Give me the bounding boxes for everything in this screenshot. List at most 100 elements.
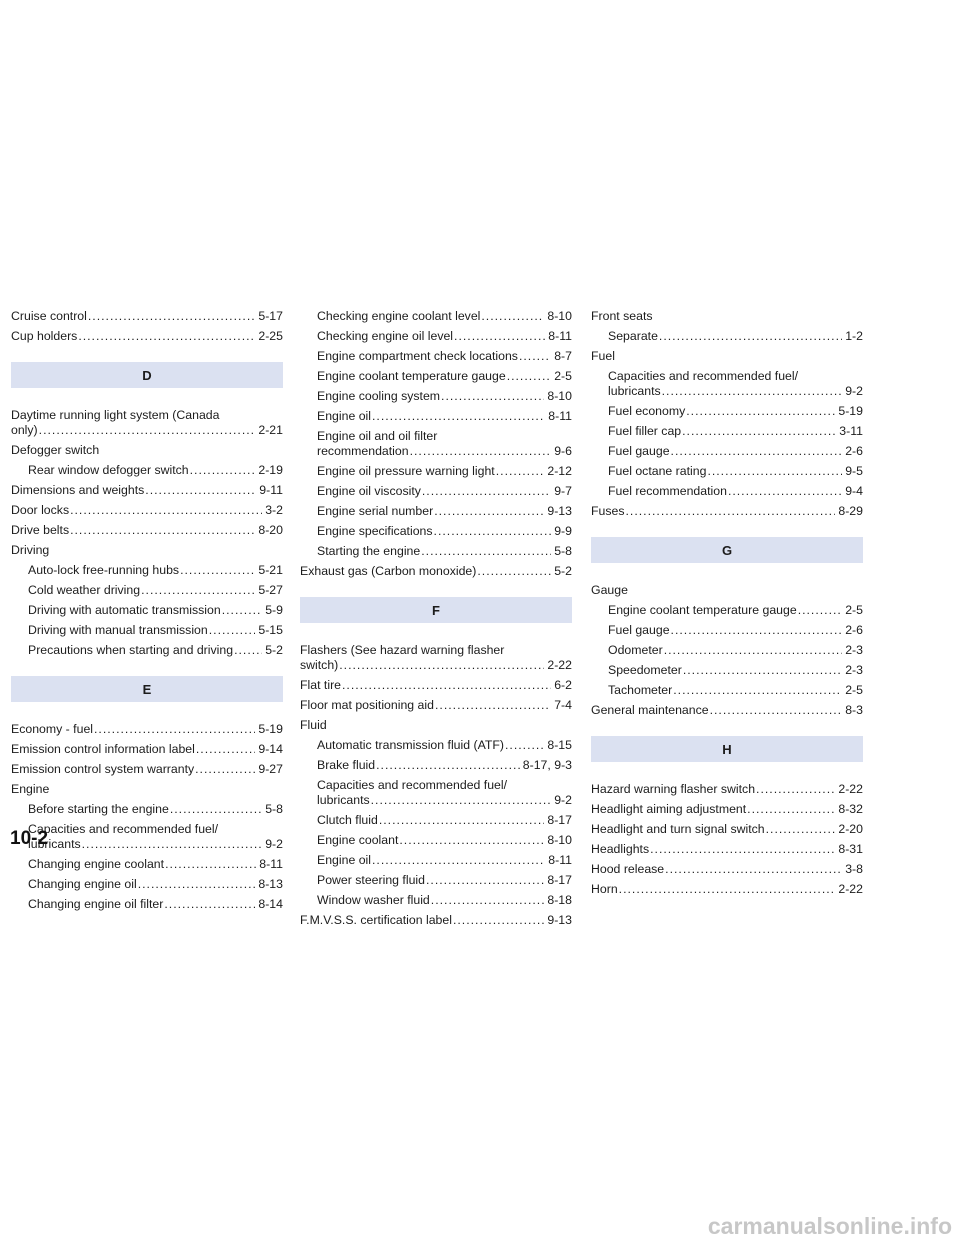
index-page-ref[interactable]: 8-17, 9-3 xyxy=(522,758,572,772)
index-entry[interactable]: Fuel recommendation9-4 xyxy=(591,484,863,499)
index-entry[interactable]: Cup holders2-25 xyxy=(11,329,283,344)
index-page-ref[interactable]: 8-10 xyxy=(547,389,572,403)
index-page-ref[interactable]: 8-31 xyxy=(838,842,863,856)
index-page-ref[interactable]: 3-11 xyxy=(839,424,863,438)
index-page-ref[interactable]: 2-12 xyxy=(547,464,572,478)
index-page-ref[interactable]: 2-3 xyxy=(845,663,863,677)
index-entry[interactable]: Engine oil and oil filterrecommendation9… xyxy=(300,429,572,459)
index-entry[interactable]: Precautions when starting and driving5-2 xyxy=(11,643,283,658)
index-entry[interactable]: Engine oil8-11 xyxy=(300,853,572,868)
index-page-ref[interactable]: 5-21 xyxy=(258,563,283,577)
index-page-ref[interactable]: 8-11 xyxy=(259,857,283,871)
index-entry[interactable]: Engine cooling system8-10 xyxy=(300,389,572,404)
index-entry[interactable]: Engine coolant temperature gauge2-5 xyxy=(591,603,863,618)
index-page-ref[interactable]: 8-11 xyxy=(548,409,572,423)
index-entry[interactable]: Checking engine coolant level8-10 xyxy=(300,309,572,324)
index-entry[interactable]: Clutch fluid8-17 xyxy=(300,813,572,828)
index-page-ref[interactable]: 5-2 xyxy=(554,564,572,578)
index-entry[interactable]: Window washer fluid8-18 xyxy=(300,893,572,908)
index-entry[interactable]: Starting the engine5-8 xyxy=(300,544,572,559)
index-page-ref[interactable]: 2-3 xyxy=(845,643,863,657)
index-entry[interactable]: Speedometer2-3 xyxy=(591,663,863,678)
index-entry[interactable]: Fuel octane rating9-5 xyxy=(591,464,863,479)
index-page-ref[interactable]: 8-29 xyxy=(838,504,863,518)
index-page-ref[interactable]: 2-5 xyxy=(845,683,863,697)
index-entry[interactable]: Rear window defogger switch2-19 xyxy=(11,463,283,478)
index-entry[interactable]: Before starting the engine5-8 xyxy=(11,802,283,817)
index-page-ref[interactable]: 8-14 xyxy=(258,897,283,911)
index-page-ref[interactable]: 5-8 xyxy=(265,802,283,816)
index-entry[interactable]: Flat tire6-2 xyxy=(300,678,572,693)
index-page-ref[interactable]: 8-11 xyxy=(548,853,572,867)
index-entry[interactable]: Headlight and turn signal switch2-20 xyxy=(591,822,863,837)
index-page-ref[interactable]: 5-19 xyxy=(258,722,283,736)
index-entry[interactable]: Dimensions and weights9-11 xyxy=(11,483,283,498)
index-page-ref[interactable]: 8-32 xyxy=(838,802,863,816)
index-page-ref[interactable]: 5-2 xyxy=(265,643,283,657)
index-entry[interactable]: Engine compartment check locations8-7 xyxy=(300,349,572,364)
index-page-ref[interactable]: 2-5 xyxy=(845,603,863,617)
index-page-ref[interactable]: 5-17 xyxy=(258,309,283,323)
index-page-ref[interactable]: 2-20 xyxy=(838,822,863,836)
index-entry[interactable]: Floor mat positioning aid7-4 xyxy=(300,698,572,713)
index-entry[interactable]: General maintenance8-3 xyxy=(591,703,863,718)
index-entry[interactable]: Capacities and recommended fuel/lubrican… xyxy=(300,778,572,808)
index-entry[interactable]: Economy - fuel5-19 xyxy=(11,722,283,737)
index-entry[interactable]: Headlights8-31 xyxy=(591,842,863,857)
index-page-ref[interactable]: 9-2 xyxy=(554,793,572,807)
index-page-ref[interactable]: 9-4 xyxy=(845,484,863,498)
index-page-ref[interactable]: 2-22 xyxy=(838,782,863,796)
index-entry[interactable]: Checking engine oil level8-11 xyxy=(300,329,572,344)
index-entry[interactable]: Fuses8-29 xyxy=(591,504,863,519)
index-page-ref[interactable]: 8-3 xyxy=(845,703,863,717)
index-page-ref[interactable]: 2-6 xyxy=(845,444,863,458)
index-entry[interactable]: Emission control system warranty9-27 xyxy=(11,762,283,777)
index-entry[interactable]: Headlight aiming adjustment8-32 xyxy=(591,802,863,817)
index-entry[interactable]: Emission control information label9-14 xyxy=(11,742,283,757)
index-entry[interactable]: Capacities and recommended fuel/lubrican… xyxy=(11,822,283,852)
index-entry[interactable]: F.M.V.S.S. certification label9-13 xyxy=(300,913,572,928)
index-page-ref[interactable]: 5-9 xyxy=(265,603,283,617)
index-entry[interactable]: Driving with manual transmission5-15 xyxy=(11,623,283,638)
index-entry[interactable]: Exhaust gas (Carbon monoxide)5-2 xyxy=(300,564,572,579)
index-page-ref[interactable]: 9-6 xyxy=(554,444,572,458)
index-page-ref[interactable]: 8-15 xyxy=(547,738,572,752)
index-entry[interactable]: Separate1-2 xyxy=(591,329,863,344)
index-page-ref[interactable]: 3-8 xyxy=(845,862,863,876)
index-page-ref[interactable]: 9-7 xyxy=(554,484,572,498)
index-entry[interactable]: Automatic transmission fluid (ATF)8-15 xyxy=(300,738,572,753)
index-page-ref[interactable]: 3-2 xyxy=(265,503,283,517)
index-entry[interactable]: Odometer2-3 xyxy=(591,643,863,658)
index-page-ref[interactable]: 8-11 xyxy=(548,329,572,343)
index-page-ref[interactable]: 5-19 xyxy=(838,404,863,418)
index-entry[interactable]: Changing engine oil8-13 xyxy=(11,877,283,892)
index-page-ref[interactable]: 2-19 xyxy=(258,463,283,477)
index-entry[interactable]: Power steering fluid8-17 xyxy=(300,873,572,888)
index-entry[interactable]: Hood release3-8 xyxy=(591,862,863,877)
index-entry[interactable]: Hazard warning flasher switch2-22 xyxy=(591,782,863,797)
index-page-ref[interactable]: 9-2 xyxy=(845,384,863,398)
index-entry[interactable]: Fuel gauge2-6 xyxy=(591,623,863,638)
index-entry[interactable]: Fuel gauge2-6 xyxy=(591,444,863,459)
index-entry[interactable]: Drive belts8-20 xyxy=(11,523,283,538)
index-entry[interactable]: Cold weather driving5-27 xyxy=(11,583,283,598)
index-entry[interactable]: Capacities and recommended fuel/lubrican… xyxy=(591,369,863,399)
index-entry[interactable]: Auto-lock free-running hubs5-21 xyxy=(11,563,283,578)
index-page-ref[interactable]: 8-17 xyxy=(547,813,572,827)
index-entry[interactable]: Changing engine oil filter8-14 xyxy=(11,897,283,912)
index-entry[interactable]: Fuel economy5-19 xyxy=(591,404,863,419)
index-entry[interactable]: Engine serial number9-13 xyxy=(300,504,572,519)
index-page-ref[interactable]: 5-15 xyxy=(258,623,283,637)
index-page-ref[interactable]: 2-22 xyxy=(547,658,572,672)
index-page-ref[interactable]: 8-10 xyxy=(547,309,572,323)
index-entry[interactable]: Brake fluid8-17, 9-3 xyxy=(300,758,572,773)
index-page-ref[interactable]: 1-2 xyxy=(845,329,863,343)
index-page-ref[interactable]: 9-14 xyxy=(258,742,283,756)
index-entry[interactable]: Cruise control5-17 xyxy=(11,309,283,324)
index-entry[interactable]: Engine oil pressure warning light2-12 xyxy=(300,464,572,479)
index-page-ref[interactable]: 9-5 xyxy=(845,464,863,478)
index-page-ref[interactable]: 2-6 xyxy=(845,623,863,637)
index-entry[interactable]: Changing engine coolant8-11 xyxy=(11,857,283,872)
